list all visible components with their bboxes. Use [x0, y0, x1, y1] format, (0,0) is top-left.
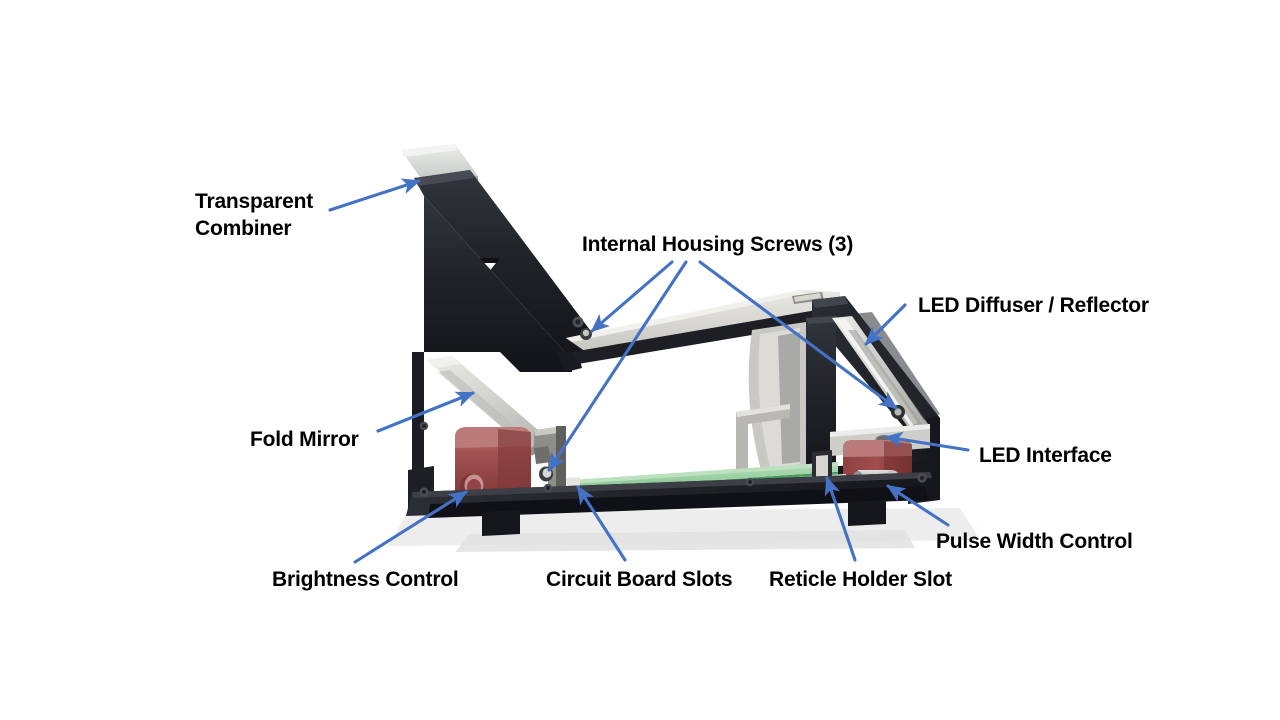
leader-circuit-board-slots	[576, 485, 627, 562]
label-transparent-combiner: Transparent Combiner	[195, 190, 314, 240]
leader-fold-mirror	[376, 391, 475, 433]
label-circuit-board-slots: Circuit Board Slots	[546, 568, 733, 591]
label-pulse-width-control: Pulse Width Control	[936, 530, 1133, 553]
label-internal-housing-screws: Internal Housing Screws (3)	[582, 233, 854, 256]
leader-transparent-combiner	[328, 178, 421, 212]
label-led-diffuser-reflector: LED Diffuser / Reflector	[918, 294, 1149, 317]
label-led-interface: LED Interface	[979, 444, 1112, 467]
leader-screw-right	[698, 260, 898, 410]
internal-housing-screws-part	[580, 328, 905, 419]
label-reticle-holder-slot: Reticle Holder Slot	[769, 568, 952, 591]
leader-screw-left	[590, 260, 674, 333]
label-brightness-control: Brightness Control	[272, 568, 459, 591]
base-plate	[406, 421, 940, 536]
leader-screw-mid	[547, 260, 688, 472]
leader-lines	[328, 178, 970, 564]
brightness-control-part	[455, 427, 531, 507]
leader-brightness-control	[353, 490, 468, 564]
leader-led-diffuser	[864, 303, 907, 346]
front-housing-arm	[412, 170, 592, 470]
leader-reticle-holder-slot	[824, 476, 857, 562]
leader-led-interface	[884, 431, 970, 452]
label-fold-mirror: Fold Mirror	[250, 428, 359, 451]
top-panel	[566, 290, 842, 364]
leader-pulse-width-control	[886, 484, 950, 527]
